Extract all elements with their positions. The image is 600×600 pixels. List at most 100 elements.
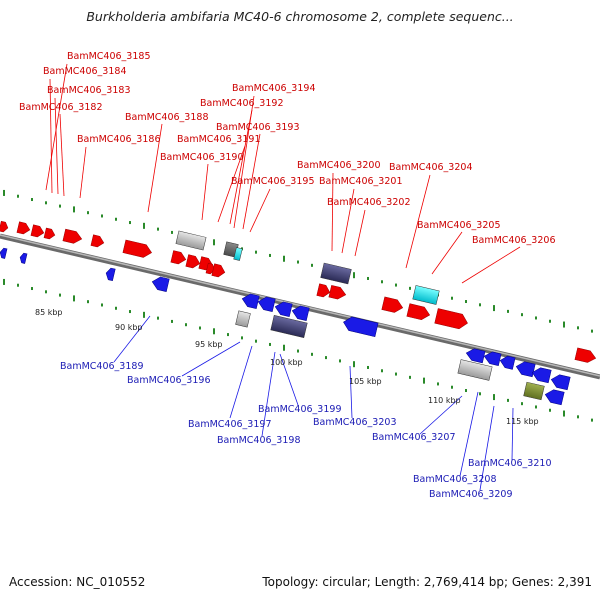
scale-label: 85 kbp xyxy=(35,308,63,317)
reverse-gene-shape xyxy=(0,247,8,259)
gene-label-bammc406-3201: BamMC406_3201 xyxy=(319,176,402,187)
tick-mark xyxy=(101,214,103,218)
hypothetical-gene xyxy=(175,230,207,251)
hypothetical-gene-shape xyxy=(175,230,207,251)
tick-mark xyxy=(59,204,61,208)
gene-track xyxy=(0,220,597,406)
tick-mark xyxy=(311,263,313,267)
gene-label-bammc406-3188: BamMC406_3188 xyxy=(125,112,208,123)
tick-mark xyxy=(577,326,579,330)
leader-line xyxy=(349,365,353,419)
tick-mark xyxy=(395,372,397,376)
tick-mark xyxy=(269,342,271,346)
forward-gene xyxy=(30,224,45,238)
forward-gene xyxy=(316,283,331,298)
scale-label: 110 kbp xyxy=(428,396,461,405)
rna-gene-shape xyxy=(233,247,243,261)
forward-gene-shape xyxy=(434,308,468,330)
reverse-gene xyxy=(291,305,310,321)
tick-mark xyxy=(17,194,19,198)
tick-mark xyxy=(227,333,229,337)
reverse-gene xyxy=(0,247,8,259)
tick-mark xyxy=(367,365,369,369)
gene-label-bammc406-3200: BamMC406_3200 xyxy=(297,160,380,171)
tick-mark xyxy=(255,250,257,254)
tick-mark xyxy=(101,303,103,307)
tick-mark xyxy=(381,280,383,284)
reverse-gene-shape xyxy=(483,351,502,366)
reverse-gene-shape xyxy=(274,301,293,317)
forward-gene-shape xyxy=(328,285,347,300)
forward-gene-shape xyxy=(170,250,187,265)
forward-gene xyxy=(43,227,56,240)
tick-mark xyxy=(87,211,89,215)
forward-gene-shape xyxy=(43,227,56,240)
reverse-gene-shape xyxy=(257,296,276,312)
gene-label-bammc406-3204: BamMC406_3204 xyxy=(389,162,472,173)
tick-mark xyxy=(283,344,285,351)
tick-mark xyxy=(157,316,159,320)
reverse-gene-shape xyxy=(105,267,116,282)
reverse-gene xyxy=(274,301,293,317)
tick-mark xyxy=(381,369,383,373)
forward-gene xyxy=(16,221,31,235)
leader-line xyxy=(217,145,246,223)
reverse-gene xyxy=(544,389,565,406)
tick-mark xyxy=(45,290,47,294)
reverse-gene xyxy=(531,367,552,384)
leader-line xyxy=(405,174,431,269)
forward-gene xyxy=(62,228,83,244)
gene-label-bammc406-3203: BamMC406_3203 xyxy=(313,417,396,428)
tick-mark xyxy=(423,377,425,384)
tick-mark xyxy=(451,296,453,300)
forward-gene-shape xyxy=(211,263,226,278)
leader-line xyxy=(341,188,355,254)
topology-text: Topology: circular; Length: 2,769,414 bp… xyxy=(262,575,592,589)
tick-mark xyxy=(549,319,551,323)
reverse-gene-shape xyxy=(465,348,486,364)
gene-label-bammc406-3184: BamMC406_3184 xyxy=(43,66,126,77)
gene-label-bammc406-3186: BamMC406_3186 xyxy=(77,134,160,145)
tick-mark xyxy=(31,198,33,202)
pseudo-gene xyxy=(320,262,352,285)
leader-line xyxy=(147,123,163,213)
gene-label-bammc406-3198: BamMC406_3198 xyxy=(217,435,300,446)
gene-label-bammc406-3209: BamMC406_3209 xyxy=(429,489,512,500)
forward-gene-shape xyxy=(122,239,152,258)
tick-mark xyxy=(73,206,75,213)
forward-gene-shape xyxy=(185,254,201,269)
tick-mark xyxy=(493,305,495,312)
forward-gene-shape xyxy=(316,283,331,298)
leader-line xyxy=(459,391,479,477)
tick-mark xyxy=(591,329,593,333)
pseudo-gene-shape xyxy=(320,262,352,285)
leader-line xyxy=(331,172,334,252)
reverse-gene xyxy=(343,316,379,338)
leader-line xyxy=(79,146,87,199)
tick-mark xyxy=(157,227,159,231)
gene-label-bammc406-3195: BamMC406_3195 xyxy=(231,176,314,187)
forward-gene-shape xyxy=(0,220,9,233)
leader-line xyxy=(113,315,151,363)
tick-mark xyxy=(549,408,551,412)
tick-mark xyxy=(325,356,327,360)
tick-mark xyxy=(87,300,89,304)
hypothetical-gene xyxy=(235,310,251,328)
gene-label-bammc406-3183: BamMC406_3183 xyxy=(47,85,130,96)
forward-gene-shape xyxy=(381,296,404,313)
gene-label-bammc406-3196: BamMC406_3196 xyxy=(127,375,210,386)
gene-label-bammc406-3193: BamMC406_3193 xyxy=(216,122,299,133)
tick-mark xyxy=(563,321,565,328)
tick-mark xyxy=(479,392,481,396)
reverse-gene xyxy=(515,361,536,378)
reverse-gene xyxy=(151,276,170,292)
reverse-gene xyxy=(257,296,276,312)
tick-mark xyxy=(493,394,495,401)
reverse-gene xyxy=(550,374,571,391)
tick-mark xyxy=(339,359,341,363)
gene-labels: BamMC406_3185BamMC406_3184BamMC406_3183B… xyxy=(19,51,555,500)
reverse-gene-shape xyxy=(499,355,516,370)
tick-mark xyxy=(535,405,537,409)
tick-mark xyxy=(199,326,201,330)
